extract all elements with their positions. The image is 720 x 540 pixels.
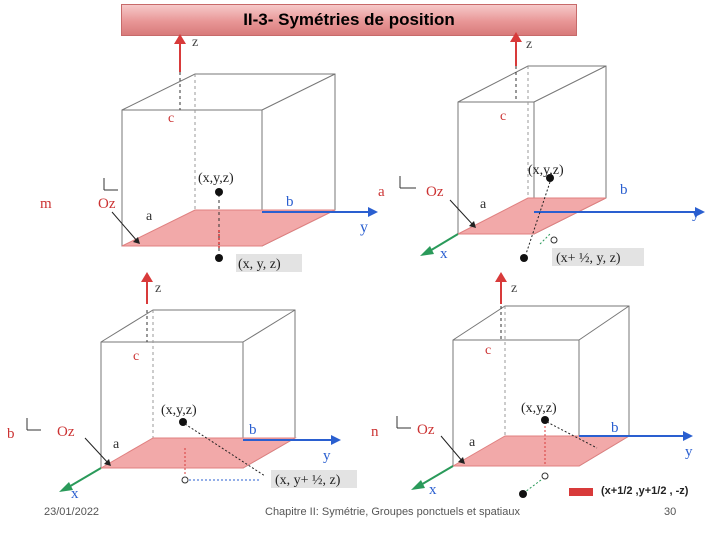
y-label: y — [685, 444, 693, 460]
footer-date: 23/01/2022 — [44, 506, 100, 518]
slide-title: II-3- Symétries de position — [243, 10, 455, 29]
y-label: y — [692, 206, 700, 222]
element-label: m — [40, 196, 52, 212]
element-label: b — [7, 426, 15, 442]
b-label: b — [249, 422, 257, 438]
b-label: b — [286, 194, 294, 210]
z-label: z — [526, 37, 532, 52]
z-label: z — [155, 281, 161, 296]
glide-n-diagram: z c y b a x (x,y,z) n Oz (x+1/2 ,y+1/2 ,… — [371, 272, 693, 498]
axis-label: Oz — [98, 196, 116, 212]
c-label: c — [485, 343, 491, 358]
b-label: b — [611, 420, 619, 436]
a-label: a — [469, 435, 476, 450]
slide-title-bar: II-3- Symétries de position — [121, 4, 577, 36]
image-label: (x, y+ ½, z) — [275, 473, 341, 488]
mirror-m-diagram: z c y b a (x,y,z) m Oz (x, y, z) — [40, 34, 378, 272]
a-label: a — [146, 209, 153, 224]
panel-glide-n: z c y b a x (x,y,z) n Oz (x+1/2 ,y+1/2 ,… — [365, 270, 715, 500]
panel-glide-a: z c y b a x (x,y,z) a Oz (x+ ½, y, z) — [370, 30, 720, 270]
x-label: x — [429, 482, 437, 498]
footer-chapter: Chapitre II: Symétrie, Groupes ponctuels… — [265, 506, 520, 518]
x-label: x — [440, 246, 448, 262]
element-label: n — [371, 424, 379, 440]
point-label: (x,y,z) — [198, 171, 234, 186]
c-label: c — [133, 349, 139, 364]
panel-glide-b: z c y b a x (x,y,z) b Oz (x, y+ ½, z) — [5, 270, 365, 502]
element-label: a — [378, 184, 385, 200]
image-label: (x, y, z) — [238, 257, 281, 272]
z-label: z — [192, 35, 198, 50]
image-label: (x+ ½, y, z) — [556, 251, 621, 266]
axis-label: Oz — [426, 184, 444, 200]
footer-page-number: 30 — [664, 506, 677, 518]
glide-b-diagram: z c y b a x (x,y,z) b Oz (x, y+ ½, z) — [7, 272, 357, 502]
z-label: z — [511, 281, 517, 296]
axis-label: Oz — [417, 422, 435, 438]
image-label: (x+1/2 ,y+1/2 , -z) — [601, 485, 689, 497]
y-label: y — [323, 448, 331, 464]
point-label: (x,y,z) — [521, 401, 557, 416]
c-label: c — [168, 111, 174, 126]
c-label: c — [500, 109, 506, 124]
b-label: b — [620, 182, 628, 198]
y-label: y — [360, 219, 368, 236]
a-label: a — [480, 197, 487, 212]
x-label: x — [71, 486, 79, 502]
point-label: (x,y,z) — [528, 163, 564, 178]
point-label: (x,y,z) — [161, 403, 197, 418]
panel-mirror-m: z c y b a (x,y,z) m Oz (x, y, z) — [30, 30, 380, 272]
axis-label: Oz — [57, 424, 75, 440]
glide-a-diagram: z c y b a x (x,y,z) a Oz (x+ ½, y, z) — [378, 32, 705, 266]
a-label: a — [113, 437, 120, 452]
